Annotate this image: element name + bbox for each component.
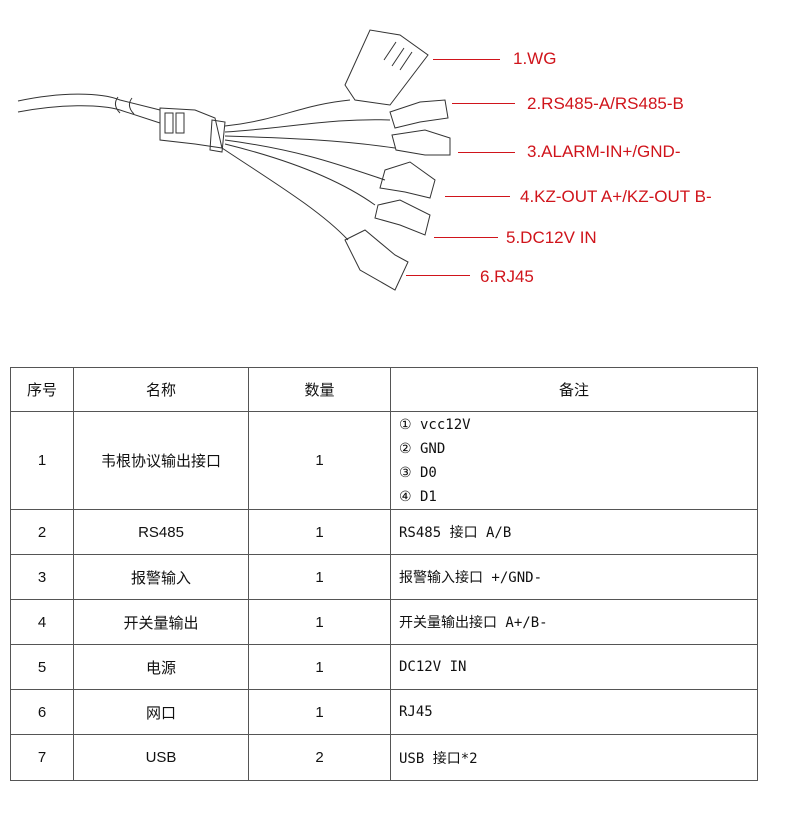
cell-no: 1 [10, 411, 74, 510]
cell-notes: RJ45 [390, 689, 758, 735]
header-name: 名称 [73, 367, 249, 412]
note-line: ③ D0 [399, 464, 437, 481]
cell-no: 6 [10, 689, 74, 735]
rj45-connector [344, 229, 409, 291]
cell-qty: 1 [248, 411, 391, 510]
table-header: 序号 名称 数量 备注 [10, 367, 758, 412]
cell-qty: 1 [248, 599, 391, 645]
label-kzout: 4.KZ-OUT A+/KZ-OUT B- [520, 187, 712, 206]
note-line: ① vcc12V [399, 416, 471, 433]
dc-connector [374, 199, 431, 236]
label-rj45: 6.RJ45 [480, 267, 534, 286]
cell-qty: 2 [248, 734, 391, 781]
cell-no: 2 [10, 509, 74, 555]
cell-notes: 开关量输出接口 A+/B- [390, 599, 758, 645]
label-wg: 1.WG [513, 49, 557, 68]
header-qty: 数量 [248, 367, 391, 412]
main-connector [159, 107, 223, 149]
cell-notes: DC12V IN [390, 644, 758, 690]
note-line: ④ D1 [399, 488, 437, 505]
label-alarm: 3.ALARM-IN+/GND- [527, 142, 681, 161]
cell-name: RS485 [73, 509, 249, 555]
header-no: 序号 [10, 367, 74, 412]
cell-name: 报警输入 [73, 554, 249, 600]
wg-connector [344, 29, 429, 106]
cell-no: 5 [10, 644, 74, 690]
cell-qty: 1 [248, 554, 391, 600]
cell-no: 3 [10, 554, 74, 600]
rs485-connector [389, 99, 449, 129]
cell-no: 7 [10, 734, 74, 781]
table-row: 1 韦根协议输出接口 1 ① vcc12V ② GND ③ D0 ④ D1 [10, 411, 758, 510]
label-rs485: 2.RS485-A/RS485-B [527, 94, 684, 113]
cell-qty: 1 [248, 689, 391, 735]
cell-name: USB [73, 734, 249, 781]
cell-name: 电源 [73, 644, 249, 690]
cell-notes: 报警输入接口 +/GND- [390, 554, 758, 600]
label-dc12v: 5.DC12V IN [506, 228, 597, 247]
cell-name: 开关量输出 [73, 599, 249, 645]
alarm-connector [391, 129, 451, 156]
header-notes: 备注 [390, 367, 758, 412]
cell-notes: USB 接口*2 [390, 734, 758, 781]
cable-diagram [17, 29, 451, 291]
cell-name: 网口 [73, 689, 249, 735]
cell-name: 韦根协议输出接口 [73, 411, 249, 510]
cell-notes: RS485 接口 A/B [390, 509, 758, 555]
interface-table: 序号 名称 数量 备注 1 韦根协议输出接口 1 ① vcc12V ② GND … [10, 367, 758, 781]
cell-no: 4 [10, 599, 74, 645]
cell-qty: 1 [248, 509, 391, 555]
cell-notes: ① vcc12V ② GND ③ D0 ④ D1 [390, 411, 758, 510]
kzout-connector [379, 161, 436, 199]
note-line: ② GND [399, 440, 446, 457]
cell-qty: 1 [248, 644, 391, 690]
